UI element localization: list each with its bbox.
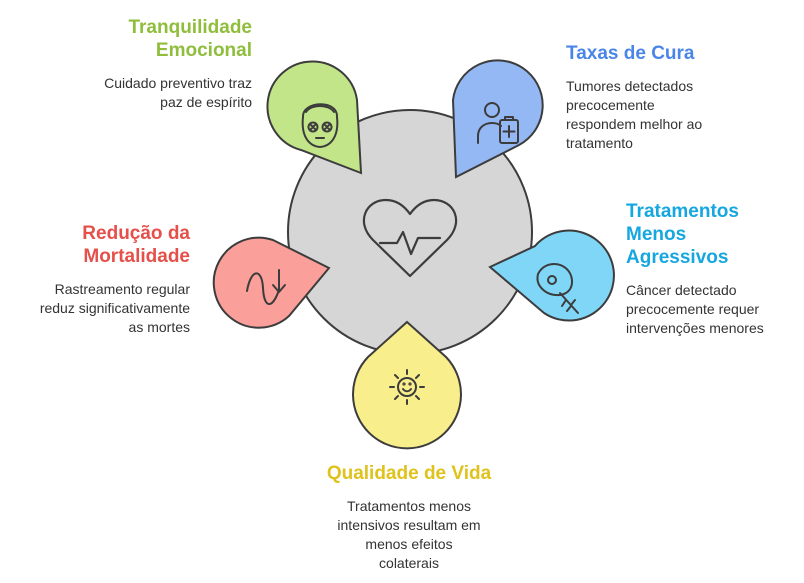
item-description-tratamentos: Câncer detectado precocemente requer int… bbox=[626, 282, 764, 336]
item-title-reducao: Redução da Mortalidade bbox=[82, 223, 190, 267]
item-reducao: Redução da Mortalidade Rastreamento regu… bbox=[10, 222, 190, 337]
petal-qualidade bbox=[352, 320, 462, 450]
petal-taxas bbox=[451, 59, 544, 179]
heartbeat-icon bbox=[362, 198, 458, 278]
petal-shape-red bbox=[212, 236, 331, 329]
item-title-tranquilidade: Tranquilidade Emocional bbox=[128, 17, 252, 61]
sun-smile-icon bbox=[389, 369, 425, 405]
item-description-tranquilidade: Cuidado preventivo traz paz de espírito bbox=[104, 75, 252, 110]
item-title-taxas: Taxas de Cura bbox=[566, 43, 695, 64]
petal-tranquilidade bbox=[266, 60, 363, 175]
petal-shape-green bbox=[266, 60, 363, 175]
petal-shape-yellow bbox=[352, 320, 462, 450]
item-description-qualidade: Tratamentos menos intensivos resultam em… bbox=[337, 498, 481, 571]
item-tranquilidade: Tranquilidade Emocional Cuidado preventi… bbox=[40, 16, 252, 112]
feather-icon bbox=[536, 263, 579, 314]
calm-face-icon bbox=[301, 103, 339, 148]
petal-shape-blue bbox=[451, 59, 544, 179]
item-title-tratamentos: Tratamentos Menos Agressivos bbox=[626, 201, 739, 268]
item-description-taxas: Tumores detectados precocemente responde… bbox=[566, 78, 703, 151]
item-title-qualidade: Qualidade de Vida bbox=[326, 463, 492, 484]
petal-reducao bbox=[212, 236, 331, 329]
item-tratamentos: Tratamentos Menos Agressivos Câncer dete… bbox=[626, 200, 796, 338]
petal-tratamentos bbox=[488, 229, 615, 322]
item-taxas: Taxas de Cura Tumores detectados precoce… bbox=[566, 42, 786, 153]
downward-wave-icon bbox=[246, 269, 286, 305]
patient-medical-icon bbox=[477, 102, 519, 144]
item-description-reducao: Rastreamento regular reduz significativa… bbox=[39, 281, 190, 335]
item-qualidade: Qualidade de Vida Tratamentos menos inte… bbox=[297, 462, 521, 573]
